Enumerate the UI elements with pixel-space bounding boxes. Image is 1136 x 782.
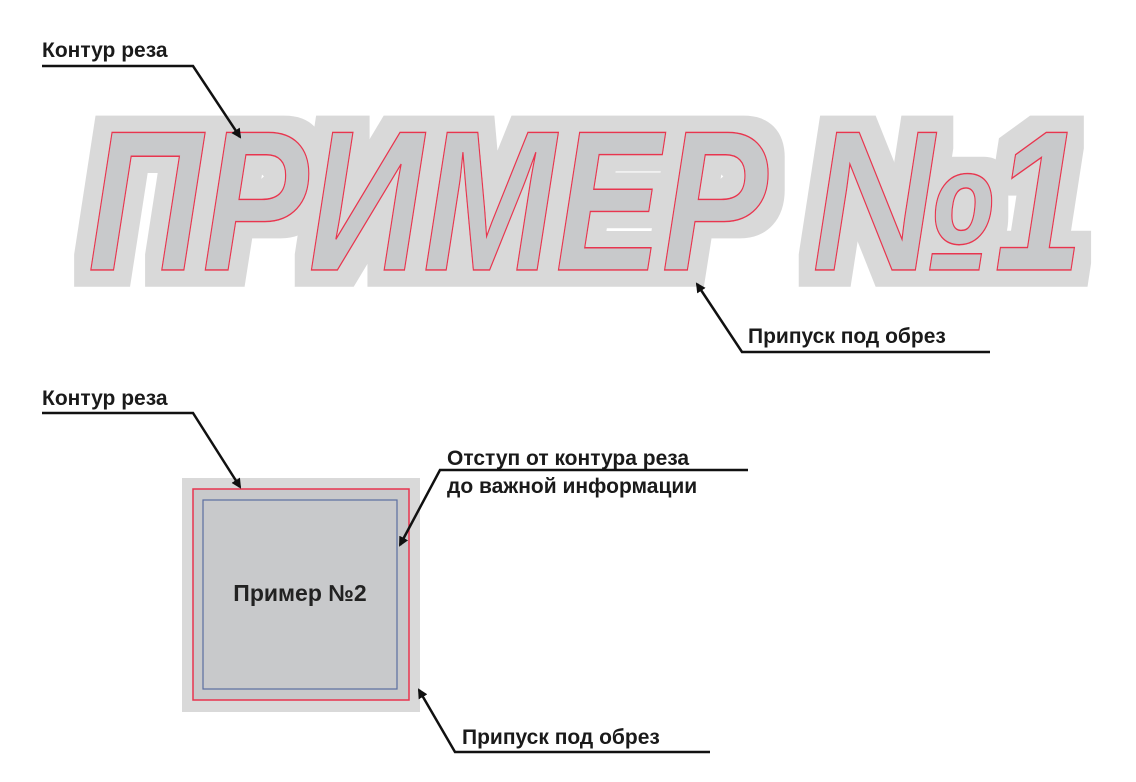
example2-safe-margin-label-line1: Отступ от контура реза (447, 447, 689, 470)
example1-cut-contour-arrow (42, 64, 242, 139)
example2-safe-margin-arrow (398, 468, 748, 547)
example1-bleed-label: Припуск под обрез (748, 325, 946, 348)
example2-safe-margin-label-line2: до важной информации (447, 475, 697, 498)
example2-cut-contour-label: Контур реза (42, 387, 168, 410)
example1-title: ПРИМЕР №1 (88, 90, 1083, 313)
example2-safe-line (202, 499, 398, 690)
example2-bleed-label: Припуск под обрез (462, 726, 660, 749)
example2-artwork: Пример №2 (182, 478, 420, 712)
example2-title: Пример №2 (233, 580, 366, 606)
example1-bleed-arrow (695, 282, 990, 354)
example2-cut-contour-arrow (42, 411, 242, 489)
example2-bleed-arrow (417, 688, 710, 754)
example1-cut-contour-label: Контур реза (42, 39, 168, 62)
example1-artwork: ПРИМЕР №1 (87, 89, 1084, 314)
example2-cut-line (192, 488, 410, 701)
